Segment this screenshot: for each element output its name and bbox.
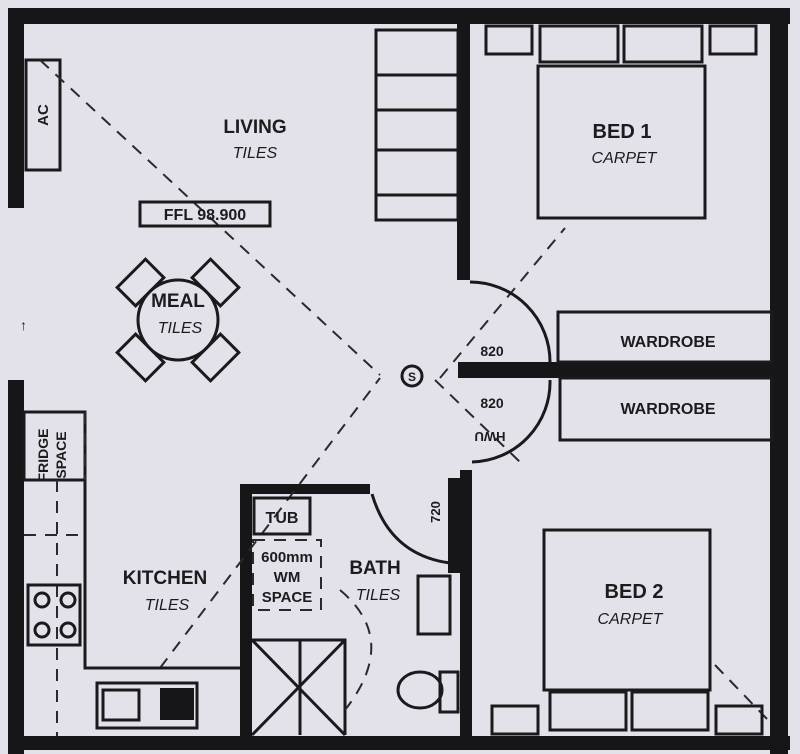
meal-label: MEAL xyxy=(151,291,205,312)
fridge-label-1: FRIDGE xyxy=(35,429,51,482)
entry-arrow: ↑ xyxy=(20,317,27,333)
bath-finish: TILES xyxy=(356,587,401,604)
tub-label: TUB xyxy=(266,510,299,527)
bed2-finish: CARPET xyxy=(598,611,664,628)
bath-fixtures xyxy=(250,493,460,737)
bed1-finish: CARPET xyxy=(592,150,658,167)
bed2-label: BED 2 xyxy=(605,581,664,603)
living-label: LIVING xyxy=(223,117,286,138)
meal-finish: TILES xyxy=(158,320,203,337)
living-shelving xyxy=(374,28,460,222)
outer-walls xyxy=(8,8,790,754)
living-finish: TILES xyxy=(233,145,278,162)
bath-door-width: 720 xyxy=(428,501,443,523)
bath-label: BATH xyxy=(349,558,400,579)
ac-label: AC xyxy=(35,104,52,126)
hwu-label: HWU xyxy=(474,429,505,444)
bed1-door-width: 820 xyxy=(480,343,504,359)
wm-label-2: WM xyxy=(274,569,301,586)
wardrobe1-label: WARDROBE xyxy=(620,334,715,351)
bed1-label: BED 1 xyxy=(593,121,652,143)
kitchen-finish: TILES xyxy=(145,597,190,614)
fridge-label-2: SPACE xyxy=(53,431,69,478)
dining-table xyxy=(115,257,241,383)
ffl-label: FFL 98.900 xyxy=(164,207,247,224)
bed2-door-width: 820 xyxy=(480,395,504,411)
kitchen-bench xyxy=(22,410,240,736)
bed1-bed xyxy=(484,24,758,220)
ac-unit: AC xyxy=(24,58,62,172)
wm-label-3: SPACE xyxy=(262,589,313,606)
kitchen-label: KITCHEN xyxy=(123,568,207,589)
interior-walls xyxy=(240,24,773,740)
wardrobe2-label: WARDROBE xyxy=(620,401,715,418)
bedroom-doors xyxy=(469,280,552,464)
bed2-bed xyxy=(490,528,764,736)
tile-diagonals xyxy=(39,59,769,721)
smoke-detector-icon: S xyxy=(408,370,416,384)
wm-label-1: 600mm xyxy=(261,549,313,566)
